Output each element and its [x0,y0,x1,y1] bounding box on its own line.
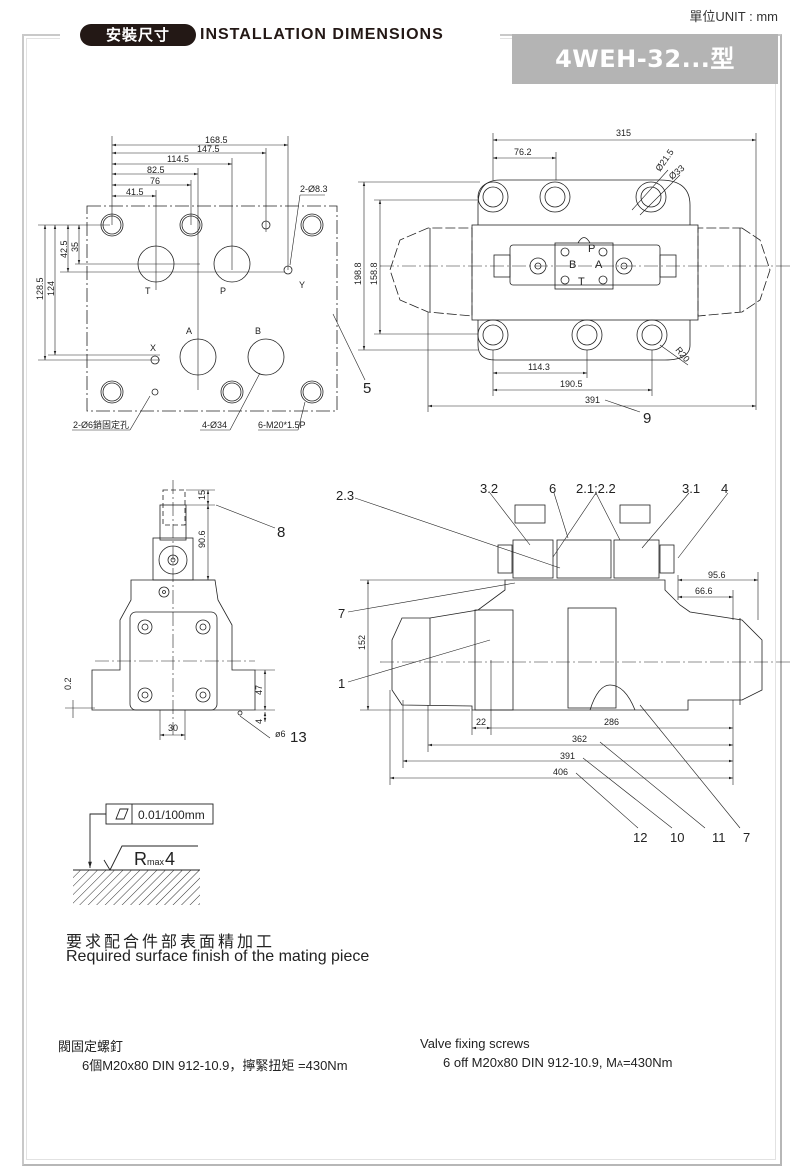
dim-128-5: 128.5 [35,277,45,300]
label-3-2: 3.2 [480,481,498,496]
finish-note-cn: 要求配合件部表面精加工 [66,934,276,951]
screws-spec-en-sub: A [616,1059,623,1069]
roughness-r: R [134,849,147,869]
screws-title-en: Valve fixing screws [420,1036,530,1051]
dim-66-6: 66.6 [695,586,713,596]
mounting-plate-view [38,136,366,431]
dim-147-5: 147.5 [197,144,220,154]
port-label-y: Y [299,280,305,290]
side-view [65,480,276,740]
port-label-x: X [150,343,156,353]
label-3-1: 3.1 [682,481,700,496]
dim-4: 4 [254,719,264,724]
dim-362: 362 [572,734,587,744]
roughness-value: 4 [165,849,175,869]
valve-port-a: A [595,259,603,271]
plate-outline [86,205,338,412]
dim-406: 406 [553,767,568,777]
finish-note-en: Required surface finish of the mating pi… [66,948,370,965]
dim-190-5: 190.5 [560,379,583,389]
dim-30: 30 [168,723,178,733]
dim-391-top: 391 [585,395,600,405]
dim-315: 315 [616,128,631,138]
dim-82-5: 82.5 [147,165,165,175]
dim-76-2: 76.2 [514,147,532,157]
flatness-icon [115,808,129,820]
label-6: 6 [549,481,556,496]
dim-286: 286 [604,717,619,727]
port-label-b: B [255,326,261,336]
screws-spec-en: 6 off M20x80 DIN 912-10.9, MA=430Nm [443,1055,672,1070]
dim-22: 22 [476,717,486,727]
valve-port-p: P [588,243,595,255]
dim-47: 47 [254,685,264,695]
label-7-left: 7 [338,606,345,621]
dim-d33: Ø33 [667,163,686,182]
screws-spec-cn: 6個M20x80 DIN 912-10.9，擰緊扭矩 =430Nm [82,1058,348,1073]
unit-label: 單位UNIT : mm [689,9,778,24]
top-view-labels: 315 76.2 Ø21.5 Ø33 198.8 158.8 114.3 190… [353,128,692,427]
roughness-sub: max [147,857,165,867]
port-label-t: T [145,286,151,296]
label-12: 12 [633,830,647,845]
dim-114-5: 114.5 [167,154,189,164]
screws-spec-en-post: =430Nm [622,1055,673,1070]
dim-90-6: 90.6 [197,530,207,548]
label-7-bottom: 7 [743,830,750,845]
callout-pin-holes: 2-Ø6銷固定孔 [73,419,129,430]
label-2-3: 2.3 [336,488,354,503]
dim-124: 124 [46,281,56,296]
callout-ports: 4-Ø34 [202,420,227,430]
dim-42-5: 42.5 [59,240,69,258]
dim-152: 152 [357,635,367,650]
valve-port-t: T [578,276,585,288]
flatness-value: 0.01/100mm [138,808,205,822]
item-number-13: 13 [290,729,307,746]
dim-pin-6: ø6 [275,729,286,739]
dim-198-8: 198.8 [353,262,363,285]
label-10: 10 [670,830,684,845]
label-11: 11 [712,830,726,845]
screws-title-cn: 閥固定螺釘 [58,1039,124,1054]
callout-pin-small: 2-Ø8.3 [300,184,328,194]
plate-dim-lines [38,136,289,390]
port-label-a: A [186,326,192,336]
top-view [358,133,790,413]
item-number-9: 9 [643,410,651,427]
screws-spec-en-pre: 6 off M20x80 DIN 912-10.9, M [443,1055,617,1070]
dim-41-5: 41.5 [126,187,144,197]
dim-76: 76 [150,176,160,186]
label-4: 4 [721,481,728,496]
dim-114-3: 114.3 [528,362,550,372]
model-banner: 4WEH-32...型 [512,34,778,84]
section-badge: 安裝尺寸 [80,24,196,46]
label-2-1-2-2: 2.1;2.2 [576,481,616,496]
item-number-8: 8 [277,524,285,541]
dim-391-front: 391 [560,751,575,761]
plate-holes [100,213,324,404]
dim-r20: R20 [673,345,691,364]
dim-0-2: 0.2 [63,677,73,690]
port-label-p: P [220,286,226,296]
section-title: INSTALLATION DIMENSIONS [200,26,444,43]
plate-labels: 168.5 147.5 114.5 82.5 76 41.5 128.5 124… [35,135,371,430]
front-view-labels: 2.3 3.2 6 2.1;2.2 3.1 4 7 1 95.6 66.6 15… [336,481,750,845]
dim-15: 15 [197,490,207,500]
dim-158-8: 158.8 [369,262,379,285]
label-1: 1 [338,676,345,691]
callout-threads: 6-M20*1.5P [258,420,306,430]
dim-168-5: 168.5 [205,135,228,145]
surface-finish-labels: 0.01/100mm R max 4 [134,808,205,869]
dim-35: 35 [70,242,80,252]
item-number-5: 5 [363,380,371,397]
front-view [347,492,790,829]
surface-finish-symbol [73,803,214,905]
dim-95-6: 95.6 [708,570,726,580]
valve-port-b: B [569,259,576,271]
side-view-labels: 15 90.6 0.2 47 4 30 ø6 8 13 [63,490,307,746]
